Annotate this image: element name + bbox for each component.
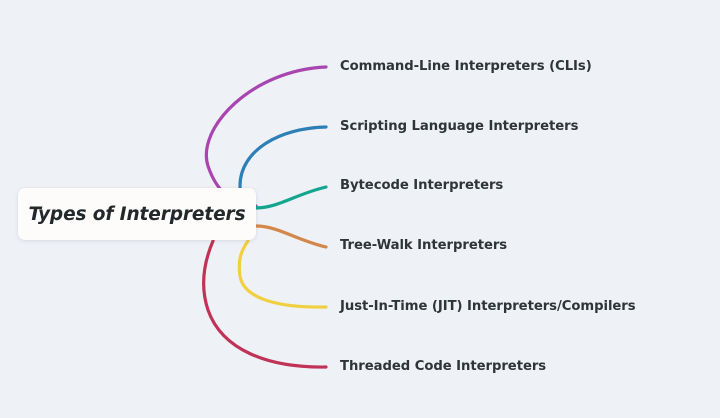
branch-label-scripting-language-interpreters[interactable]: Scripting Language Interpreters <box>340 119 579 134</box>
branch-connector-2 <box>254 185 328 210</box>
central-node[interactable]: Types of Interpreters <box>18 188 256 240</box>
branch-label-tree-walk-interpreters[interactable]: Tree-Walk Interpreters <box>340 238 508 253</box>
branch-label-command-line-interpreters[interactable]: Command-Line Interpreters (CLIs) <box>340 59 592 74</box>
branch-label-bytecode-interpreters[interactable]: Bytecode Interpreters <box>340 178 504 193</box>
branch-connector-5 <box>202 239 328 369</box>
central-node-label: Types of Interpreters <box>28 203 246 225</box>
branch-label-just-in-time-interpreters[interactable]: Just-In-Time (JIT) Interpreters/Compiler… <box>340 299 636 314</box>
branch-label-threaded-code-interpreters[interactable]: Threaded Code Interpreters <box>340 359 547 374</box>
branch-connector-4 <box>237 239 328 309</box>
branch-connector-3 <box>254 224 328 249</box>
branch-connector-0 <box>204 65 328 208</box>
